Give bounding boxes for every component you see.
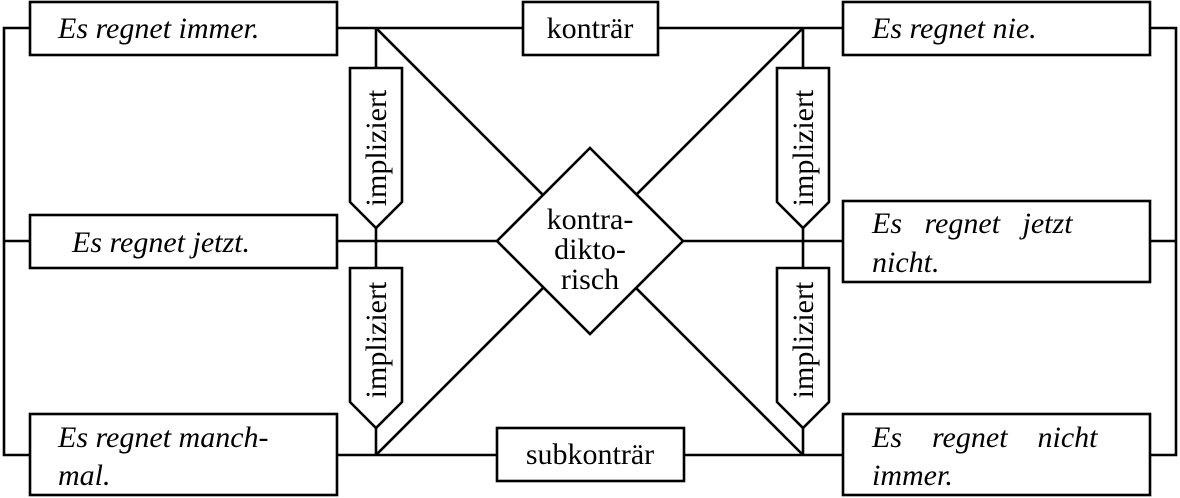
statement-box: [841, 412, 1152, 497]
statement-line: Es regnet nie.: [871, 12, 1037, 45]
relation-label: risch: [561, 263, 619, 296]
statement-line: Es regnet jetzt.: [71, 226, 250, 259]
statement-mid-left: Es regnet jetzt.: [28, 213, 339, 270]
statement-bottom-left: Es regnet manch- mal.: [28, 412, 339, 497]
statement-line: Es regnet jetzt: [871, 207, 1073, 240]
implies-arrow-bottom-left: impliziert: [348, 266, 404, 430]
down-arrow-shape: [348, 266, 404, 430]
implies-arrow-top-right: impliziert: [775, 66, 831, 230]
down-arrow-shape: [775, 266, 831, 430]
statement-line: nicht.: [872, 246, 940, 279]
statement-box: [28, 213, 339, 270]
outer-connectors: [2, 26, 1178, 457]
implies-arrow-top-left: impliziert: [348, 66, 404, 230]
relation-contradictory: kontra- dikto- risch: [495, 146, 685, 336]
implies-arrow-bottom-right: impliziert: [775, 266, 831, 430]
statement-box: [841, 0, 1152, 57]
statement-line: mal.: [58, 459, 111, 492]
relation-box: [495, 426, 686, 483]
statement-bottom-right: Es regnet nicht immer.: [841, 412, 1152, 497]
down-arrow-shape: [775, 66, 831, 230]
implies-label: impliziert: [360, 281, 393, 398]
statement-line: Es regnet manch-: [57, 421, 269, 454]
statement-box: [28, 0, 339, 57]
relation-label: kontra-: [547, 203, 634, 236]
relation-label: subkonträr: [526, 438, 654, 471]
relation-box: [521, 0, 660, 57]
statement-line: immer.: [872, 459, 953, 492]
contradictory-diamond: [495, 146, 685, 336]
statement-top-left: Es regnet immer.: [28, 0, 339, 57]
down-arrow-shape: [348, 66, 404, 230]
relation-label: konträr: [547, 12, 634, 45]
relation-contrary: konträr: [521, 0, 660, 57]
statement-box: [28, 412, 339, 497]
statement-mid-right: Es regnet jetzt nicht.: [841, 199, 1152, 284]
statement-line: Es regnet nicht: [871, 421, 1098, 454]
statement-top-right: Es regnet nie.: [841, 0, 1152, 57]
implies-label: impliziert: [787, 89, 820, 206]
relation-label: dikto-: [554, 233, 626, 266]
relation-subcontrary: subkonträr: [495, 426, 686, 483]
implies-label: impliziert: [787, 281, 820, 398]
implies-label: impliziert: [360, 89, 393, 206]
statement-box: [841, 199, 1152, 284]
statement-line: Es regnet immer.: [57, 12, 259, 45]
